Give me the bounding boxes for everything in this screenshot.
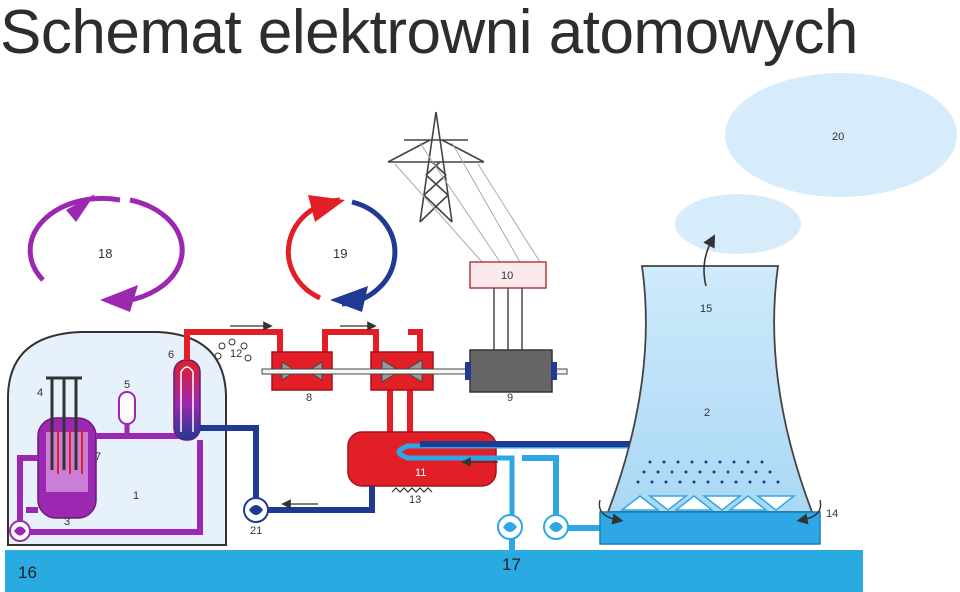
cycle-19-arrow-bottom [330, 286, 368, 312]
label-15: 15 [700, 303, 712, 315]
cooling-tower-fill-triangles [619, 495, 797, 511]
steam-pipes [184, 329, 423, 436]
label-7: 7 [95, 451, 101, 463]
label-18: 18 [98, 246, 112, 261]
primary-pump-blade [14, 526, 26, 536]
cycle-19-arrow-top [308, 195, 345, 222]
page-title: Schemat elektrowni atomowych [0, 0, 858, 67]
generator [469, 349, 553, 393]
feedwater-pump-blade [249, 505, 263, 515]
power-lines [394, 142, 541, 263]
cycle-18-arrow-top [66, 194, 95, 222]
label-21: 21 [250, 525, 262, 537]
steam-generator-u-tube [180, 366, 194, 432]
updraft-arrow [703, 234, 716, 287]
generator-end-right [551, 362, 557, 380]
steam-generator [173, 359, 201, 441]
pressurizer [118, 391, 136, 425]
steam-cloud-small [675, 194, 801, 254]
label-3: 3 [64, 516, 70, 528]
transformer-wires [493, 288, 523, 352]
label-16: 16 [18, 563, 37, 582]
generator-end-left [465, 362, 471, 380]
primary-loop-pipes [17, 433, 203, 535]
label-13: 13 [409, 494, 421, 506]
cooling-tower-basin [599, 511, 821, 545]
label-17: 17 [502, 555, 521, 574]
label-8: 8 [306, 392, 312, 404]
label-10: 10 [501, 270, 513, 282]
label-20: 20 [832, 131, 844, 143]
cooling-pump-1-blade [503, 522, 517, 532]
label-1: 1 [133, 490, 139, 502]
label-12: 12 [230, 348, 242, 360]
steam-bubbles [214, 338, 252, 362]
steam-cloud-large [725, 73, 957, 197]
label-14: 14 [826, 508, 838, 520]
cooling-pump-2-blade [549, 522, 563, 532]
primary-loop-cycle-symbol [27, 195, 185, 305]
heater-coil [391, 487, 433, 493]
label-19: 19 [333, 246, 347, 261]
label-9: 9 [507, 392, 513, 404]
condensate-pipes [200, 425, 375, 513]
condenser-cooling-tube [396, 443, 778, 520]
air-intake-arrow-left [598, 499, 624, 525]
cycle-19-blue-arc [341, 199, 398, 307]
turbine-shaft [261, 368, 568, 375]
control-rods [46, 376, 82, 470]
label-11: 11 [415, 467, 426, 479]
label-2: 2 [704, 407, 710, 419]
label-6: 6 [168, 349, 174, 361]
cycle-18-arrow-bottom [100, 285, 138, 312]
water-body [5, 550, 863, 592]
air-intake-arrow-right [796, 499, 822, 525]
label-4: 4 [37, 387, 43, 399]
fuel-rods-red [57, 430, 83, 474]
cooling-tower-droplets [636, 460, 780, 484]
power-pylon [387, 111, 485, 223]
label-5: 5 [124, 379, 130, 391]
